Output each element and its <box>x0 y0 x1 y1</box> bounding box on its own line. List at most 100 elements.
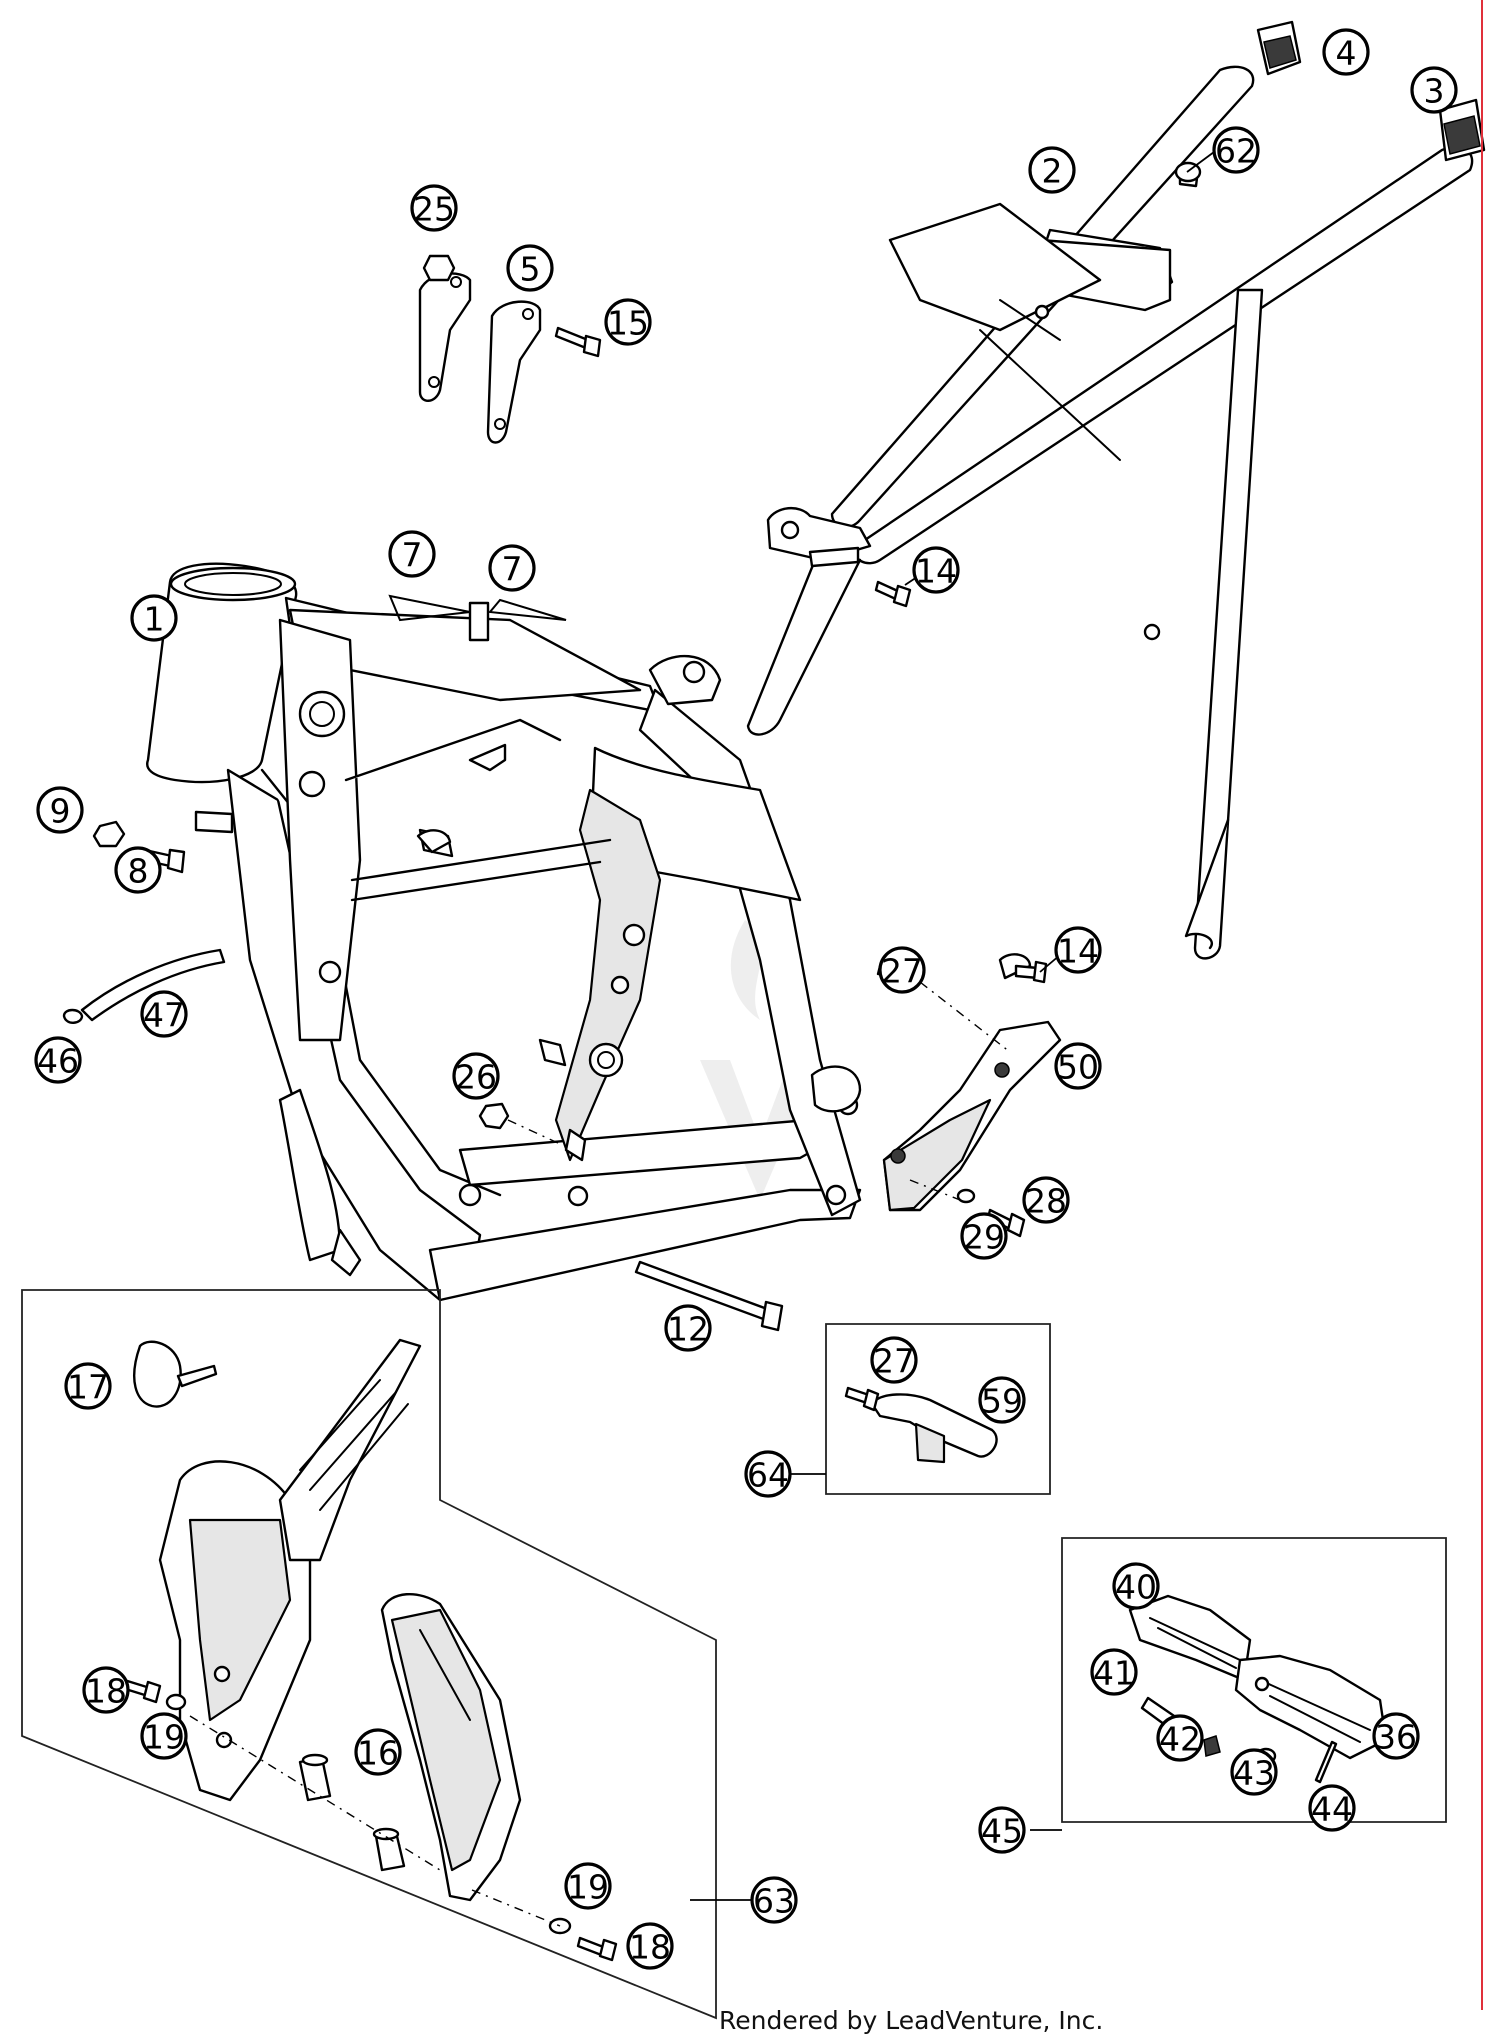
svg-text:17: 17 <box>67 1368 109 1407</box>
bolt-14-upper <box>874 580 912 608</box>
main-frame <box>146 562 862 1302</box>
svg-text:2: 2 <box>1042 152 1063 191</box>
svg-text:15: 15 <box>607 304 649 343</box>
callout-46: 46 <box>34 1036 82 1084</box>
svg-text:19: 19 <box>143 1718 185 1757</box>
svg-text:16: 16 <box>357 1734 399 1773</box>
plug-4 <box>1256 20 1302 76</box>
svg-text:46: 46 <box>37 1042 79 1081</box>
axle-bolt-12 <box>634 1260 784 1332</box>
svg-text:8: 8 <box>128 852 149 891</box>
svg-text:40: 40 <box>1115 1568 1157 1607</box>
callout-64: 64 <box>744 1450 792 1498</box>
nut-26 <box>478 1102 561 1145</box>
svg-text:41: 41 <box>1093 1654 1135 1693</box>
hose-47 <box>80 948 226 1022</box>
frame-protector-7 <box>388 594 567 622</box>
group-box-63 <box>21 1289 717 2020</box>
callout-47: 47 <box>140 990 188 1038</box>
bracket-5 <box>486 300 542 444</box>
svg-text:14: 14 <box>1057 932 1099 971</box>
svg-text:12: 12 <box>667 1310 709 1349</box>
svg-text:27: 27 <box>873 1342 915 1381</box>
callout-43: 43 <box>1230 1748 1278 1796</box>
svg-text:47: 47 <box>143 996 185 1035</box>
subframe <box>746 65 1474 980</box>
callout-50: 50 <box>1054 1042 1102 1090</box>
callout-4: 4 <box>1322 28 1370 76</box>
callout-9: 9 <box>36 786 84 834</box>
svg-text:50: 50 <box>1057 1048 1099 1087</box>
svg-text:7: 7 <box>502 550 523 589</box>
callout-19b: 19 <box>564 1862 612 1910</box>
svg-text:63: 63 <box>753 1882 795 1921</box>
nut-9 <box>92 820 126 848</box>
svg-text:18: 18 <box>85 1672 127 1711</box>
callout-42: 42 <box>1156 1714 1204 1762</box>
svg-text:62: 62 <box>1215 132 1257 171</box>
callout-16: 16 <box>354 1728 402 1776</box>
callout-5: 5 <box>506 244 554 292</box>
page-edge-line <box>1481 0 1483 2010</box>
svg-text:14: 14 <box>915 552 957 591</box>
svg-text:9: 9 <box>50 792 71 831</box>
callout-59: 59 <box>978 1376 1026 1424</box>
bracket-25 <box>418 272 472 402</box>
callout-41: 41 <box>1090 1648 1138 1696</box>
svg-text:4: 4 <box>1336 34 1357 73</box>
callout-17: 17 <box>64 1362 112 1410</box>
svg-text:3: 3 <box>1424 72 1445 111</box>
callout-28: 28 <box>1022 1176 1070 1224</box>
callout-25: 25 <box>410 184 458 232</box>
callout-45: 45 <box>978 1806 1026 1854</box>
callout-18b: 18 <box>626 1922 674 1970</box>
chain-slider-50 <box>882 967 1062 1212</box>
callout-1: 1 <box>130 594 178 642</box>
callout-27a: 27 <box>878 946 926 994</box>
svg-text:59: 59 <box>981 1382 1023 1421</box>
nut-25 <box>422 254 456 282</box>
bolt-15 <box>554 326 602 358</box>
group-box-64 <box>825 1323 1051 1495</box>
svg-text:25: 25 <box>413 190 455 229</box>
clip-46 <box>62 1008 84 1024</box>
callout-29: 29 <box>960 1212 1008 1260</box>
washer-29 <box>956 1188 976 1204</box>
svg-text:5: 5 <box>520 250 541 289</box>
callout-15: 15 <box>604 298 652 346</box>
footer-credit: Rendered by LeadVenture, Inc. <box>719 2006 1104 2035</box>
svg-text:42: 42 <box>1159 1720 1201 1759</box>
svg-text:43: 43 <box>1233 1754 1275 1793</box>
svg-text:64: 64 <box>747 1456 789 1495</box>
svg-text:7: 7 <box>402 536 423 575</box>
callout-62: 62 <box>1212 126 1260 174</box>
callout-7a: 7 <box>388 530 436 578</box>
callout-7b: 7 <box>488 544 536 592</box>
svg-text:1: 1 <box>144 600 165 639</box>
svg-text:28: 28 <box>1025 1182 1067 1221</box>
svg-text:18: 18 <box>629 1928 671 1967</box>
svg-text:29: 29 <box>963 1218 1005 1257</box>
callout-63: 63 <box>750 1876 798 1924</box>
callout-40: 40 <box>1112 1562 1160 1610</box>
callout-14b: 14 <box>1054 926 1102 974</box>
callout-12: 12 <box>664 1304 712 1352</box>
callout-44: 44 <box>1308 1784 1356 1832</box>
svg-text:45: 45 <box>981 1812 1023 1851</box>
plug-3 <box>1438 98 1486 162</box>
callout-2: 2 <box>1028 146 1076 194</box>
svg-text:36: 36 <box>1375 1718 1417 1757</box>
callout-27b: 27 <box>870 1336 918 1384</box>
svg-text:44: 44 <box>1311 1790 1353 1829</box>
callout-18a: 18 <box>82 1666 130 1714</box>
callout-36: 36 <box>1372 1712 1420 1760</box>
callout-3: 3 <box>1410 66 1458 114</box>
callout-19a: 19 <box>140 1712 188 1760</box>
callout-14a: 14 <box>912 546 960 594</box>
svg-text:26: 26 <box>455 1058 497 1097</box>
svg-text:19: 19 <box>567 1868 609 1907</box>
svg-text:27: 27 <box>881 952 923 991</box>
callout-26: 26 <box>452 1052 500 1100</box>
callout-8: 8 <box>114 846 162 894</box>
